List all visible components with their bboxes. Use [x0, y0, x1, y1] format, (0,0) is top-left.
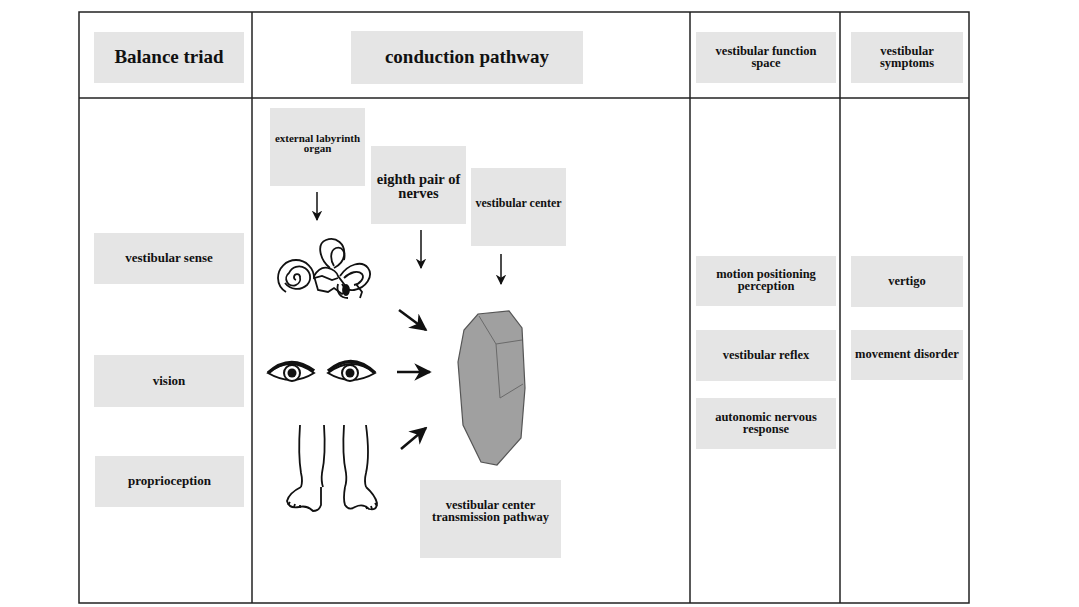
function-box: motion positioning perception [696, 256, 836, 306]
box-label: eighth pair of nerves [375, 173, 462, 201]
header-box: conduction pathway [351, 31, 583, 84]
pathway-box: external labyrinth organ [270, 108, 365, 186]
box-label: conduction pathway [385, 48, 549, 66]
sense-box: proprioception [95, 456, 244, 507]
pathway-box: vestibular center transmission pathway [420, 480, 561, 558]
vestibular-center-shape [458, 311, 525, 465]
header-box: Balance triad [94, 32, 244, 83]
box-label: proprioception [128, 475, 211, 487]
sense-box: vestibular sense [94, 233, 244, 284]
box-label: autonomic nervous response [700, 412, 832, 436]
pathway-box: eighth pair of nerves [371, 146, 466, 224]
input-arrow [399, 310, 426, 330]
input-arrow [397, 371, 430, 374]
inner-ear-illustration [278, 239, 370, 298]
table-frame [79, 12, 969, 603]
box-label: vestibular reflex [723, 350, 810, 362]
box-label: vestibular sense [125, 252, 213, 264]
eyes-illustration [268, 361, 375, 381]
box-label: Balance triad [114, 48, 223, 66]
symptom-box: vertigo [851, 256, 963, 307]
table-rule [689, 12, 691, 603]
table-rule [79, 97, 969, 99]
box-label: vestibular symptoms [855, 46, 959, 70]
box-label: external labyrinth organ [274, 133, 361, 154]
symptom-box: movement disorder [851, 330, 963, 380]
table-rule [839, 12, 841, 603]
table-rule [251, 12, 253, 603]
function-box: autonomic nervous response [696, 398, 836, 449]
legs-illustration [287, 425, 377, 511]
header-box: vestibular function space [696, 32, 836, 83]
box-label: vision [153, 375, 186, 387]
function-box: vestibular reflex [696, 330, 836, 381]
pointer-arrow [420, 230, 422, 268]
box-label: vestibular function space [700, 46, 832, 70]
box-label: vertigo [888, 276, 925, 288]
header-box: vestibular symptoms [851, 32, 963, 83]
box-label: vestibular center [475, 198, 561, 209]
pointer-arrow [500, 254, 502, 284]
pathway-box: vestibular center [471, 168, 566, 246]
pointer-arrow [316, 192, 318, 220]
box-label: motion positioning perception [700, 269, 832, 293]
sense-box: vision [94, 355, 244, 407]
input-arrow [401, 428, 426, 449]
box-label: vestibular center transmission pathway [424, 500, 557, 524]
box-label: movement disorder [855, 349, 959, 361]
